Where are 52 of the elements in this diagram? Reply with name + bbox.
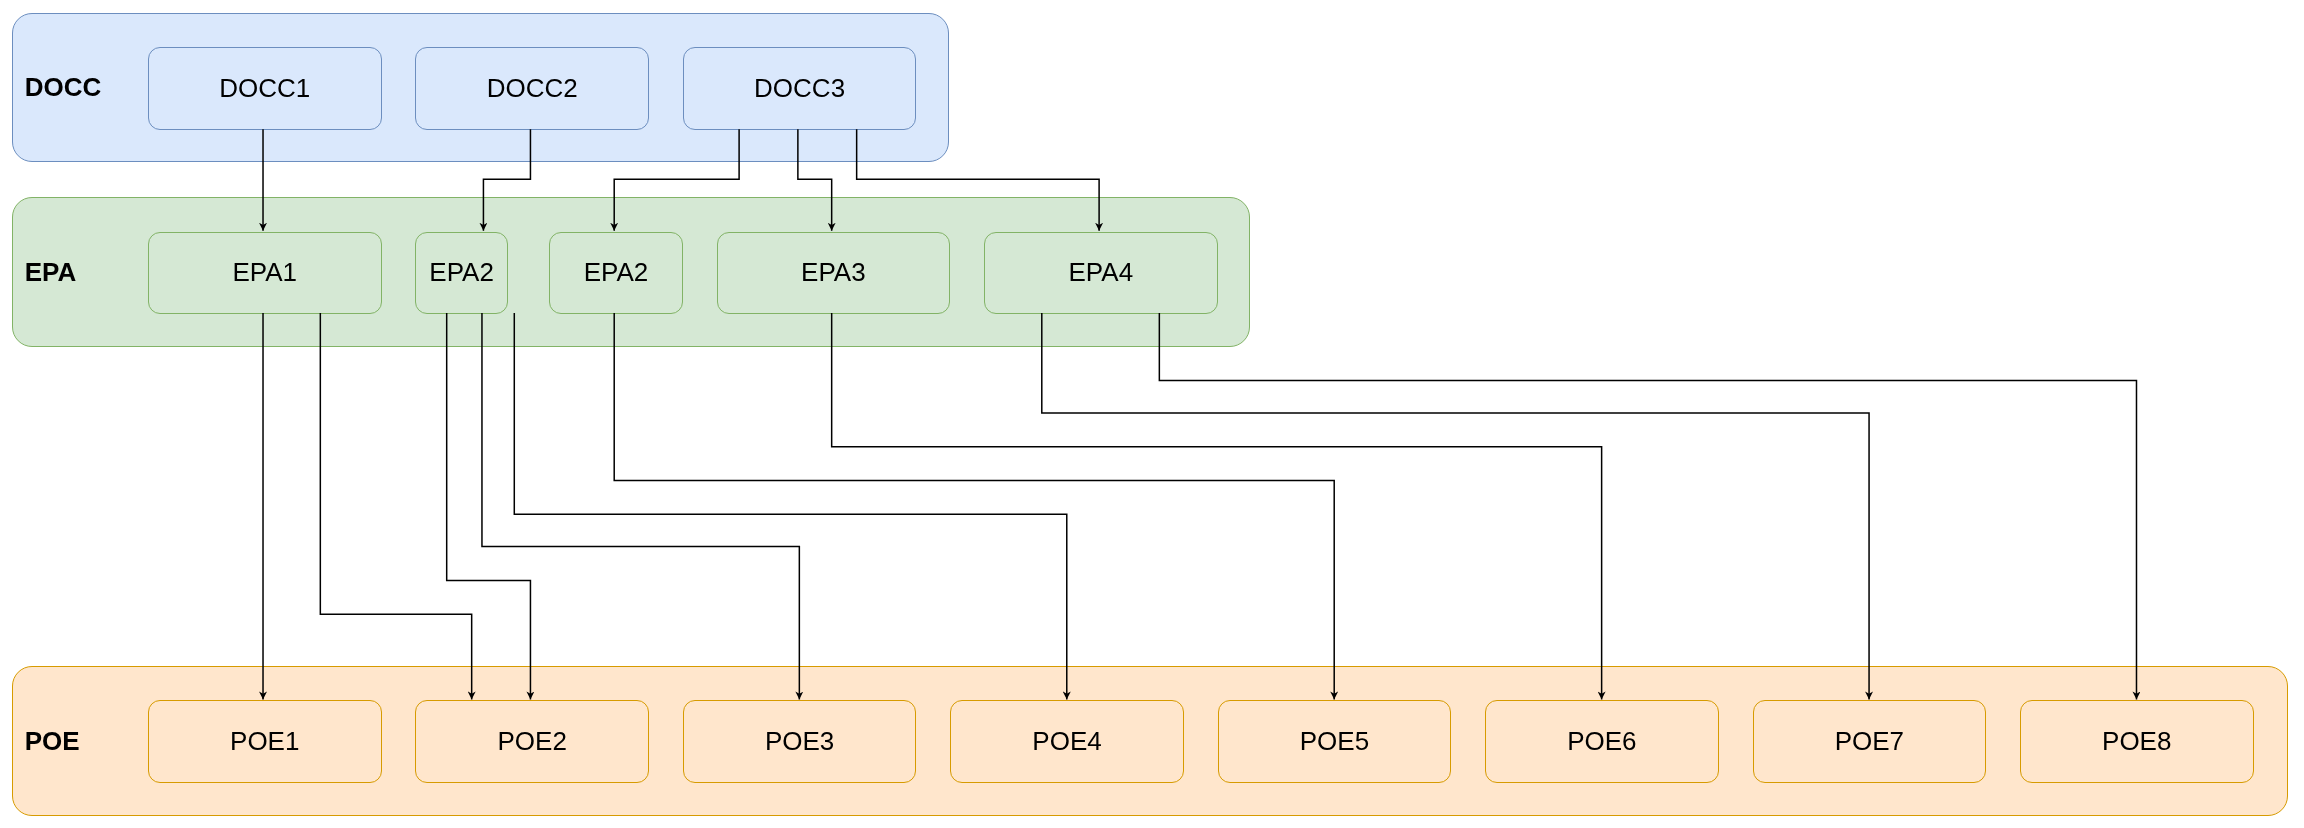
node-label: DOCC3 [754,72,846,104]
arrow [830,312,1606,701]
node-label: POE3 [764,726,835,758]
process-box [950,700,1184,783]
process-box [682,46,917,131]
node-label: POE6 [1567,726,1637,758]
node-label: POE2 [497,726,567,758]
arrow [513,312,1071,701]
process-box [716,231,951,314]
arrow [1041,312,1874,701]
node-label: POE5 [1299,726,1370,758]
process-box [984,231,1218,314]
node-label: EPA2 [583,257,649,289]
arrow [855,128,1104,232]
process-box [147,700,382,783]
node-label: POE8 [2102,726,2172,758]
process-box [415,700,649,783]
process-box [147,46,382,131]
node-label: POE1 [230,726,300,758]
group-label: DOCC [24,71,102,103]
process-box [415,231,508,314]
node-label: EPA2 [429,257,494,289]
arrow [610,128,740,232]
process-box [1217,700,1452,783]
node-label: EPA3 [801,257,866,289]
node-label: POE4 [1032,726,1102,758]
arrow [319,312,476,701]
arrow [481,312,804,701]
arrow [797,128,836,232]
process-box [147,231,382,314]
arrow [479,128,532,232]
arrow [613,312,1339,701]
process-box [415,46,649,131]
process-box [1752,700,1987,783]
node-label: POE7 [1834,726,1904,758]
node-label: DOCC2 [486,72,578,104]
node-label: EPA4 [1068,257,1134,289]
group-label: EPA [24,256,77,288]
process-box [2019,700,2254,783]
group-band [11,665,2288,816]
process-box [682,700,917,783]
node-label: EPA1 [232,257,297,289]
group-band [11,196,1251,347]
group-band [11,13,950,162]
process-box [549,231,683,314]
arrow [445,312,535,701]
node-label: DOCC1 [219,72,311,104]
group-label: POE [24,725,80,757]
arrow [1158,312,2141,701]
process-box [1485,700,1719,783]
arrow [259,312,267,701]
arrow [259,128,267,232]
